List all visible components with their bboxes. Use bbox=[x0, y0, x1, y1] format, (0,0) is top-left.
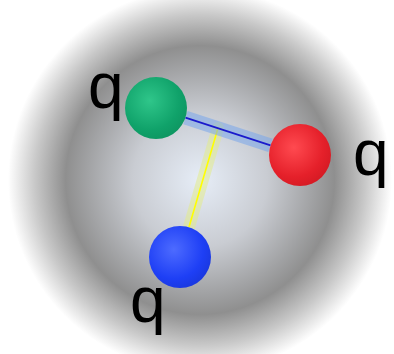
string-line bbox=[185, 118, 270, 146]
quark-circle: q bbox=[149, 226, 211, 288]
string-glow bbox=[185, 118, 270, 146]
quark-label: q bbox=[353, 121, 389, 185]
gluon-line bbox=[189, 128, 218, 227]
gluon-glow bbox=[189, 128, 218, 227]
glow-disc bbox=[8, 0, 392, 354]
color-string bbox=[185, 118, 270, 146]
quark-label: q bbox=[130, 268, 166, 332]
quark-circle: q bbox=[125, 77, 187, 139]
quark-label: q bbox=[88, 54, 124, 118]
quark-circle: q bbox=[269, 124, 331, 186]
